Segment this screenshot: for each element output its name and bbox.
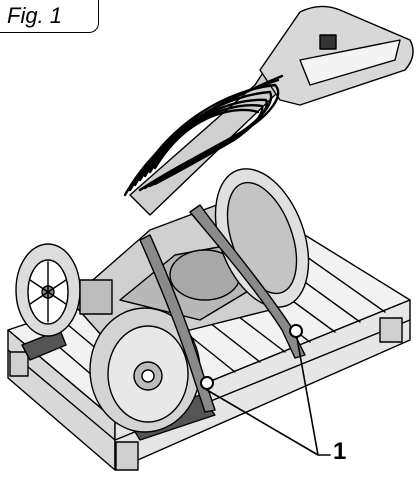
figure-label-box: Fig. 1 xyxy=(0,0,99,33)
coiled-cable xyxy=(123,74,284,197)
callout-leader-lines xyxy=(206,337,331,456)
bracket xyxy=(79,279,113,315)
left-wheel xyxy=(15,243,81,337)
figure-label: Fig. 1 xyxy=(7,3,63,28)
handle-frame xyxy=(129,5,414,216)
front-wheel xyxy=(89,307,201,433)
tie-down-straps xyxy=(139,204,306,413)
callout-number: 1 xyxy=(333,438,347,465)
